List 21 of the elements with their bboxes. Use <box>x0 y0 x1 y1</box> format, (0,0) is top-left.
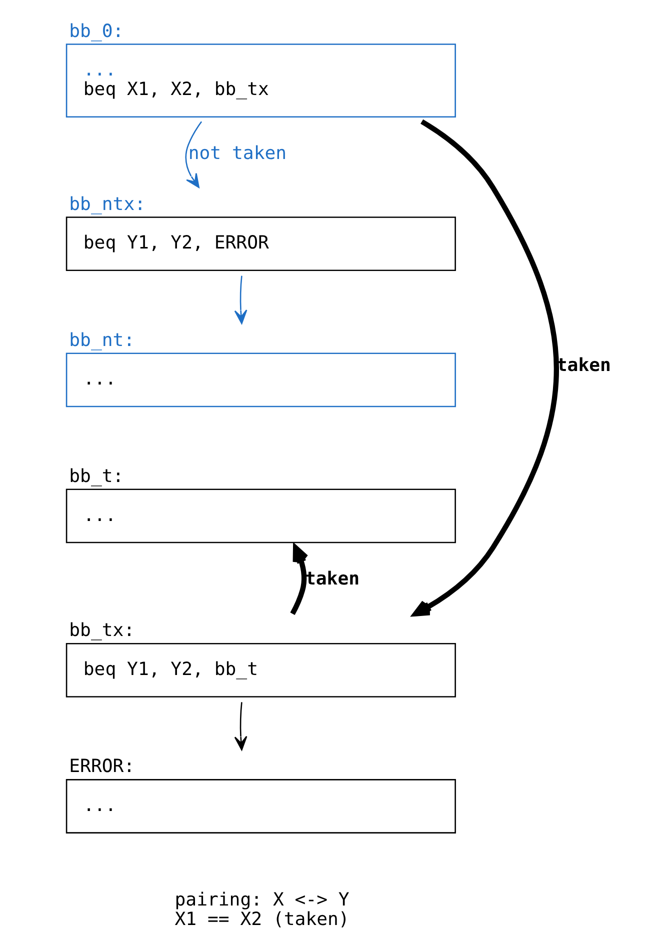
node-box: beq Y1, Y2, ERROR <box>66 216 456 272</box>
label: pairing: X <-> Y <box>174 890 350 911</box>
node-label: bb_tx: <box>69 620 135 642</box>
node-label: bb_t: <box>69 466 124 487</box>
node-box: beq Y1, Y2, bb_t <box>66 642 456 698</box>
arrow <box>185 121 202 188</box>
node-label: bb_0: <box>69 20 124 42</box>
node-box: ... <box>66 779 456 834</box>
node-label: ERROR: <box>69 756 135 778</box>
edge-label: taken <box>304 568 360 590</box>
label: X1 == X2 (taken) <box>174 909 350 930</box>
arrow <box>234 702 248 750</box>
arrow <box>412 119 559 616</box>
node-box: ... <box>66 352 456 408</box>
arrow <box>290 544 309 615</box>
node-box: ... beq X1, X2, bb_tx <box>66 44 456 118</box>
arrow <box>234 276 248 324</box>
node-label: bb_ntx: <box>69 194 146 215</box>
node-label: bb_nt: <box>69 330 135 351</box>
edge-label: not taken <box>188 143 287 164</box>
node-box: ... <box>66 488 456 544</box>
